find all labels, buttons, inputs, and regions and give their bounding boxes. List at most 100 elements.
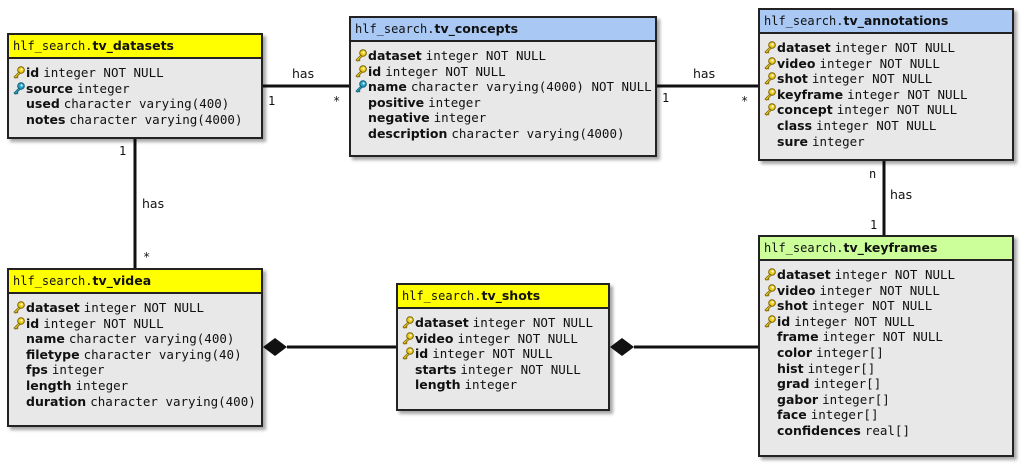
mult-annotations-keyframes-to: 1 (870, 218, 878, 232)
attribute-type: character varying(4000) (451, 125, 625, 141)
attribute-type: integer NOT NULL (43, 65, 164, 80)
attribute-name: shot (777, 298, 808, 314)
attribute-name: dataset (368, 48, 422, 63)
attribute-row: starts integer NOT NULL (398, 362, 608, 378)
attribute-name: shot (777, 71, 808, 87)
entity-header: hlf_search.tv_shots (398, 285, 608, 309)
attribute-type: integer NOT NULL (794, 313, 915, 329)
attribute-name: id (368, 63, 382, 79)
mult-concepts-annotations-to: * (741, 94, 749, 108)
rel-label-concepts-annotations: has (693, 66, 716, 81)
attribute-name: id (26, 315, 40, 331)
attribute-name: id (415, 346, 429, 362)
attribute-type: integer NOT NULL (836, 102, 958, 118)
attribute-row: hist integer[] (760, 361, 1012, 377)
attribute-name: dataset (777, 40, 831, 55)
attribute-type: integer NOT NULL (819, 282, 940, 298)
attribute-row: dataset integer NOT NULL (760, 40, 1012, 56)
attribute-type: integer[] (822, 391, 890, 407)
attribute-name: filetype (26, 346, 80, 362)
attribute-type: integer (51, 362, 105, 378)
attribute-type: integer NOT NULL (432, 346, 553, 362)
attribute-name: positive (368, 94, 425, 110)
table-name: tv_annotations (843, 13, 949, 28)
attribute-row: frame integer NOT NULL (760, 329, 1012, 345)
attribute-row: source integer (9, 81, 261, 97)
mult-concepts-annotations-from: 1 (662, 91, 670, 105)
attribute-row: video integer NOT NULL (760, 283, 1012, 299)
attribute-type: integer NOT NULL (834, 40, 956, 55)
attribute-name: length (26, 377, 72, 393)
attribute-row: shot integer NOT NULL (760, 71, 1012, 87)
attribute-type: integer (464, 377, 518, 393)
attribute-type: character varying(40) (83, 346, 242, 362)
attribute-type: integer (75, 377, 129, 393)
schema-name: hlf_search. (764, 241, 844, 255)
attribute-row: id integer NOT NULL (351, 64, 655, 80)
attribute-type: character varying(400) (63, 96, 230, 112)
attribute-row: id integer NOT NULL (760, 314, 1012, 330)
attribute-row: negative integer (351, 110, 655, 126)
table-name: tv_concepts (434, 21, 519, 36)
attribute-row: dataset integer NOT NULL (398, 315, 608, 331)
attribute-row: shot integer NOT NULL (760, 298, 1012, 314)
attribute-name: concept (777, 102, 833, 118)
attribute-type: integer NOT NULL (83, 300, 205, 315)
attribute-name: id (777, 313, 791, 329)
rel-label-datasets-concepts: has (292, 66, 315, 81)
table-name: tv_datasets (92, 38, 174, 53)
attribute-name: confidences (777, 422, 861, 438)
attribute-type: integer NOT NULL (822, 329, 943, 345)
attribute-type: integer[] (807, 360, 876, 376)
mult-datasets-videa-from: 1 (119, 144, 127, 158)
schema-name: hlf_search. (402, 289, 482, 303)
rel-label-datasets-videa: has (142, 196, 165, 211)
attribute-name: grad (777, 376, 810, 392)
attribute-type: integer NOT NULL (460, 361, 581, 377)
attribute-name: frame (777, 329, 819, 345)
attribute-row: positive integer (351, 95, 655, 111)
attribute-row: fps integer (9, 362, 261, 378)
attribute-type: character varying(400) (68, 331, 235, 347)
rel-label-annotations-keyframes: has (890, 187, 913, 202)
composition-diamond-shots (610, 338, 634, 356)
attribute-row: dataset integer NOT NULL (760, 267, 1012, 283)
attribute-type: integer[] (816, 344, 884, 360)
attribute-name: dataset (777, 267, 831, 282)
schema-name: hlf_search. (764, 14, 844, 28)
attribute-name: video (777, 282, 816, 298)
schema-name: hlf_search. (13, 39, 93, 53)
attribute-name: name (26, 331, 65, 347)
attribute-row: video integer NOT NULL (760, 56, 1012, 72)
attribute-name: length (415, 377, 461, 393)
attribute-type: integer NOT NULL (385, 63, 506, 79)
attribute-row: notes character varying(4000) (9, 112, 261, 128)
attribute-row: sure integer (760, 134, 1012, 150)
mult-annotations-keyframes-from: n (869, 167, 877, 181)
attribute-name: video (777, 55, 816, 71)
mult-datasets-concepts-to: * (333, 94, 341, 108)
attribute-name: duration (26, 393, 87, 409)
attribute-row: length integer (9, 378, 261, 394)
attribute-row: filetype character varying(40) (9, 347, 261, 363)
attribute-name: used (26, 96, 60, 112)
entity-header: hlf_search.tv_keyframes (760, 237, 1012, 261)
attribute-type: integer (76, 80, 130, 96)
attribute-type: character varying(4000) (69, 111, 243, 127)
entity-header: hlf_search.tv_datasets (9, 35, 261, 59)
attribute-type: integer NOT NULL (43, 315, 164, 331)
attribute-row: length integer (398, 377, 608, 393)
table-name: tv_shots (481, 288, 541, 303)
attribute-type: integer NOT NULL (811, 71, 933, 87)
